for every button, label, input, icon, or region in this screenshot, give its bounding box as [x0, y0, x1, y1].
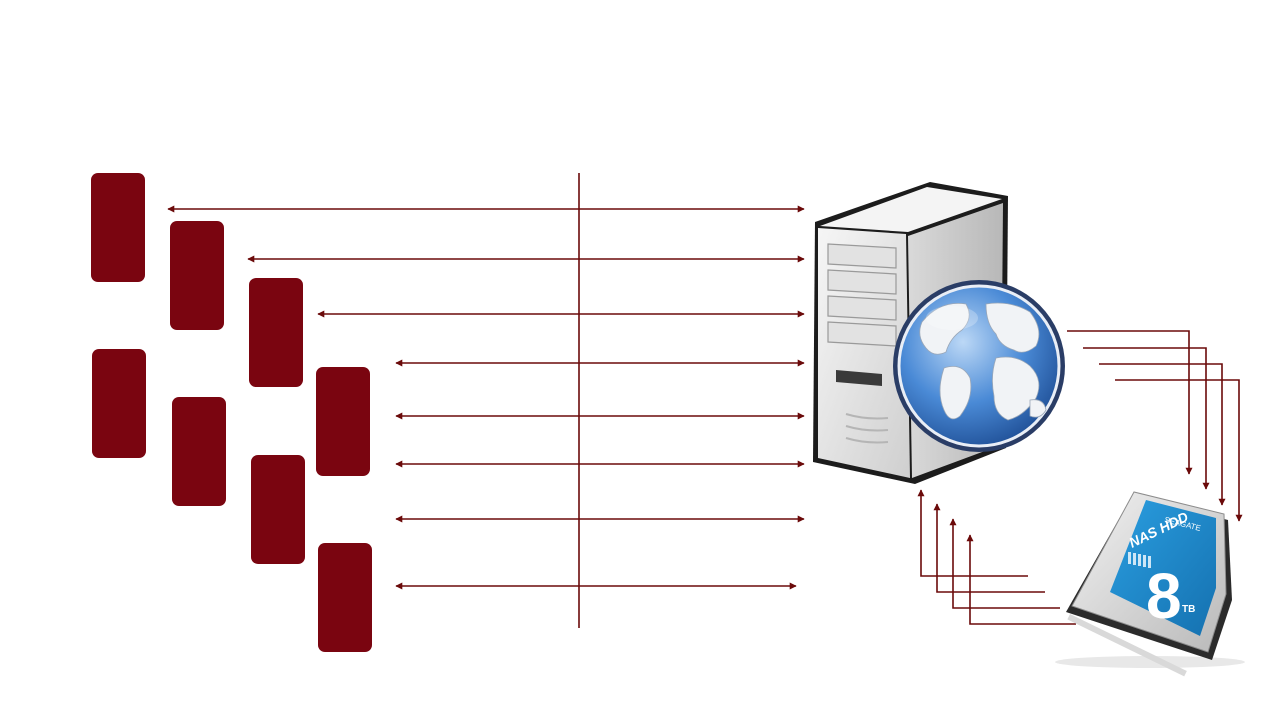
- downward-arrow: [1099, 363, 1226, 506]
- downward-arrow: [1083, 347, 1210, 490]
- hard-disk-drive-icon: SEAGATE NAS HDD 8 TB: [1055, 491, 1245, 677]
- upward-arrow: [966, 534, 1076, 625]
- upward-arrow: [917, 489, 1028, 577]
- client-block: [249, 278, 303, 387]
- client-blocks: [91, 173, 372, 652]
- client-block: [316, 367, 370, 476]
- storage-to-server-arrows: [917, 489, 1076, 625]
- client-block: [318, 543, 372, 652]
- client-server-connections: [167, 205, 805, 590]
- globe-icon: [893, 280, 1065, 452]
- client-block: [92, 349, 146, 458]
- server-to-storage-arrows: [1067, 330, 1243, 522]
- client-block: [91, 173, 145, 282]
- upward-arrow: [933, 503, 1045, 593]
- client-block: [251, 455, 305, 564]
- client-block: [172, 397, 226, 506]
- hdd-capacity: 8: [1146, 560, 1182, 632]
- client-block: [170, 221, 224, 330]
- server-tower-icon: [813, 182, 1008, 484]
- downward-arrow: [1115, 379, 1243, 522]
- downward-arrow: [1067, 330, 1193, 475]
- hdd-capacity-unit: TB: [1182, 604, 1195, 615]
- upward-arrow: [949, 518, 1060, 609]
